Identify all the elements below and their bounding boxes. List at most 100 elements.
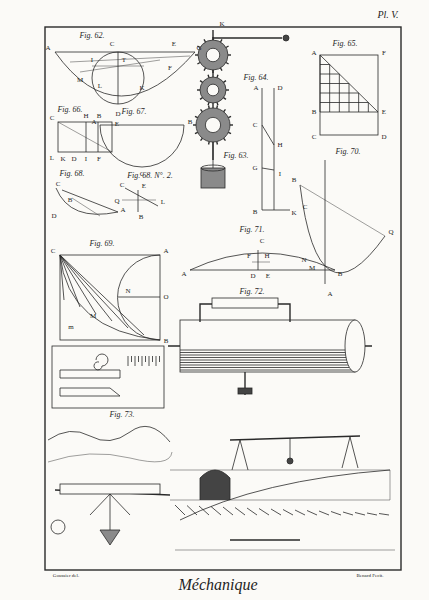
letter-label: H <box>83 113 88 120</box>
engraved-stroke <box>180 365 355 366</box>
engraved-stroke <box>138 190 139 212</box>
engraved-stroke <box>367 513 377 515</box>
letter-label: M <box>309 265 315 272</box>
engraved-stroke <box>131 356 132 362</box>
engraved-stroke <box>262 125 274 145</box>
figure-label: Fig. 66. <box>57 106 82 114</box>
engraved-stroke <box>262 88 263 210</box>
engraved-stroke <box>60 255 128 328</box>
engraved-stroke <box>224 98 226 100</box>
engraved-stroke <box>196 108 230 142</box>
engraved-stroke <box>343 512 353 515</box>
letter-label: D <box>115 111 120 118</box>
engraved-stroke <box>180 357 355 358</box>
engraved-stroke <box>180 350 355 351</box>
engraved-stroke <box>228 54 231 55</box>
engraved-stroke <box>86 122 87 152</box>
letter-label: E <box>142 183 146 190</box>
engraved-stroke <box>170 470 390 500</box>
letter-label: M <box>77 77 83 84</box>
letter-label: G <box>252 165 257 172</box>
letter-label: D <box>51 213 56 220</box>
engraved-stroke <box>94 354 108 370</box>
engraved-stroke <box>290 438 291 458</box>
engraved-stroke <box>200 77 226 103</box>
engraved-stroke <box>60 255 144 335</box>
engraved-stroke <box>207 102 209 105</box>
engraved-stroke <box>135 356 136 366</box>
letter-label: L <box>161 199 165 206</box>
engraved-stroke <box>195 54 198 55</box>
engraved-stroke <box>193 124 196 125</box>
engraved-stroke <box>152 356 153 362</box>
letter-label: A <box>253 85 258 92</box>
letter-label: C <box>260 238 265 245</box>
engraved-stroke <box>60 255 144 335</box>
engraved-stroke <box>300 185 385 273</box>
engraved-stroke <box>224 81 226 83</box>
letter-label: F <box>382 50 386 57</box>
engraved-stroke <box>213 142 214 168</box>
letter-label: I <box>91 57 93 64</box>
engraved-stroke <box>60 255 64 300</box>
figure-label: Fig. 67. <box>121 108 146 116</box>
engraved-stroke <box>283 35 289 41</box>
engraved-stroke <box>216 142 218 145</box>
letter-label: B <box>97 113 102 120</box>
engraved-stroke <box>180 350 355 370</box>
letter-label: B <box>68 197 73 204</box>
engraved-stroke <box>329 65 330 113</box>
figure-label: Fig. 63. <box>223 152 248 160</box>
engraved-stroke <box>142 356 143 366</box>
engraved-stroke <box>92 66 144 67</box>
engraved-stroke <box>320 64 330 65</box>
letter-label: Q <box>388 229 393 236</box>
engraved-stroke <box>58 122 112 152</box>
engraved-stroke <box>201 109 203 111</box>
engraved-stroke <box>320 55 378 112</box>
engraved-stroke <box>149 356 150 366</box>
letter-label: C <box>303 204 308 211</box>
engraved-stroke <box>100 125 184 167</box>
figure-label: Pl. V. <box>377 10 398 20</box>
letter-label: B <box>338 271 343 278</box>
engraved-stroke <box>204 39 206 42</box>
engraved-stroke <box>156 356 157 366</box>
engraved-stroke <box>230 124 233 125</box>
plate-title: Méchanique <box>178 577 257 593</box>
letter-label: G <box>196 45 201 52</box>
engraved-stroke <box>55 52 195 53</box>
engraved-stroke <box>197 63 200 65</box>
engraved-stroke <box>200 470 230 500</box>
engraved-stroke <box>128 356 160 366</box>
engraved-stroke <box>205 117 220 132</box>
engraved-stroke <box>180 362 355 363</box>
engraved-stroke <box>60 370 120 378</box>
figure-label: Fig. 72. <box>239 288 264 296</box>
engraved-stroke <box>274 88 275 210</box>
engraved-stroke <box>208 106 210 109</box>
engraved-stroke <box>145 356 146 362</box>
letter-label: F <box>168 65 172 72</box>
letter-label: E <box>266 273 270 280</box>
figure-label: Fig. 71. <box>239 226 264 234</box>
engraved-stroke <box>262 210 290 211</box>
engraved-stroke <box>283 510 293 516</box>
engraved-stroke <box>320 55 378 135</box>
letter-label: B <box>253 209 258 216</box>
engraved-stroke <box>216 75 218 78</box>
letter-label: C <box>50 115 55 122</box>
engraved-stroke <box>271 509 281 515</box>
letter-label: T <box>122 57 126 64</box>
engraved-stroke <box>287 458 293 464</box>
letter-label: D <box>277 85 282 92</box>
engraved-stroke <box>200 98 202 100</box>
letter-label: A <box>181 271 186 278</box>
engraved-stroke <box>258 250 259 270</box>
engraved-stroke <box>208 142 210 145</box>
engraved-stroke <box>228 116 231 117</box>
letter-label: E <box>115 121 119 128</box>
engraved-stroke <box>180 360 355 361</box>
engraved-stroke <box>60 255 80 307</box>
